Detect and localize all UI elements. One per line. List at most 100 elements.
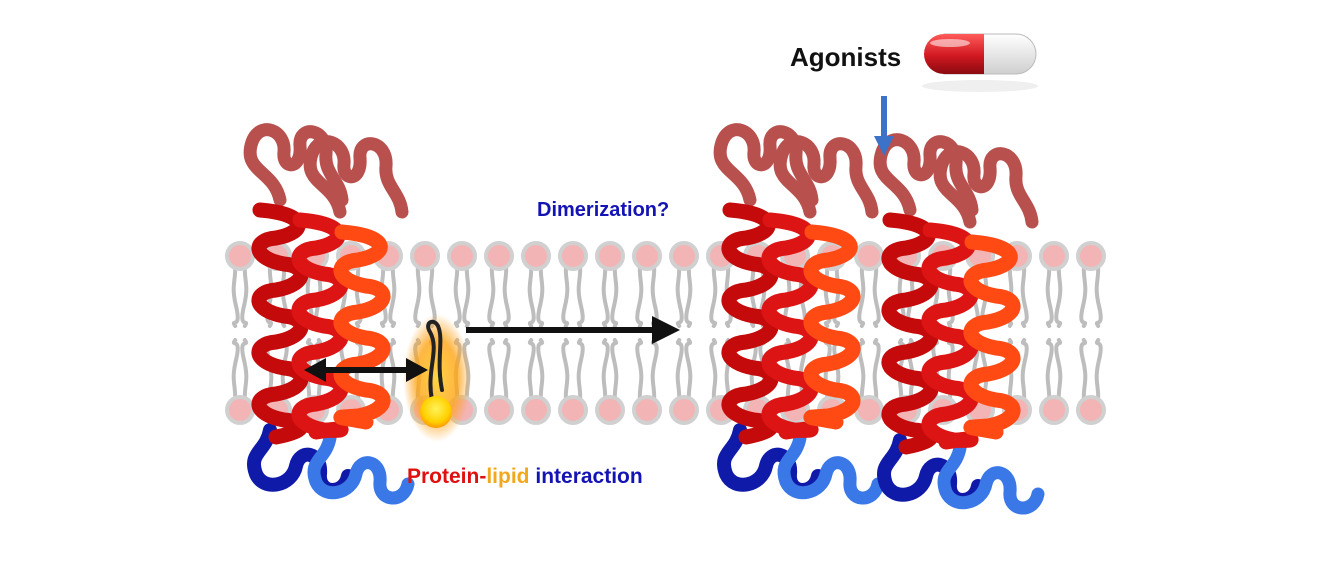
lipid-tail — [610, 254, 619, 328]
lipid-head — [558, 395, 588, 425]
lipid-tail — [601, 338, 610, 412]
lipid-tail — [857, 254, 866, 328]
interaction-word: interaction — [535, 465, 643, 488]
lipid-head — [669, 395, 699, 425]
lipid-tail — [388, 254, 397, 328]
extracellular-loop — [933, 145, 1039, 229]
lipid-tail — [487, 338, 496, 412]
intracellular-tail — [777, 431, 885, 505]
lipid-tail — [1094, 338, 1103, 412]
lipid-tail — [453, 254, 462, 328]
transmembrane-helix — [251, 202, 309, 445]
lipid-head — [225, 395, 255, 425]
lipid-head — [632, 241, 662, 271]
lipid-tail — [502, 254, 511, 328]
lipid-tail — [1045, 254, 1054, 328]
lipid-head — [558, 241, 588, 271]
lipid-tail — [388, 338, 397, 412]
dash-char: - — [479, 465, 487, 488]
intracellular-tail — [307, 431, 415, 505]
lipid-tail — [314, 338, 323, 412]
lipid-tail — [413, 254, 422, 328]
lipid-tail — [675, 338, 684, 412]
lipid-word: lipid — [486, 465, 530, 488]
lipid-tail — [561, 254, 570, 328]
capsule-reflection — [922, 80, 1038, 92]
receptor-monomer — [243, 123, 415, 505]
lipid-tail — [675, 254, 684, 328]
lipid-head — [1039, 241, 1069, 271]
lipid-tail — [1054, 338, 1063, 412]
lipid-tail — [1054, 254, 1063, 328]
lipid-tail — [502, 338, 511, 412]
lipid-head-highlight — [420, 396, 452, 428]
bound-lipid — [403, 314, 471, 442]
lipid-head — [447, 241, 477, 271]
lipid-tail — [709, 254, 718, 328]
lipid-tail — [610, 338, 619, 412]
transmembrane-helix — [963, 234, 1021, 440]
lipid-tail — [240, 338, 249, 412]
lipid-tail — [576, 338, 585, 412]
lipid-tail — [872, 338, 881, 412]
lipid-tail-highlight — [426, 319, 444, 402]
protein-lipid-interaction-label: Protein-lipid interaction — [407, 465, 643, 489]
lipid-head — [595, 395, 625, 425]
lipid-tail — [872, 254, 881, 328]
transmembrane-helix — [333, 224, 391, 430]
lipid-tail — [1020, 338, 1029, 412]
double-arrow-head-right — [406, 358, 428, 382]
lipid-tail — [601, 254, 610, 328]
lipid-tail — [240, 254, 249, 328]
lipid-tail — [561, 338, 570, 412]
agonist-capsule-icon — [922, 33, 1038, 92]
lipid-tail — [635, 338, 644, 412]
receptor-dimer-left — [713, 123, 885, 505]
lipid-head — [1039, 395, 1069, 425]
receptor-proteins — [243, 123, 1045, 515]
arrows — [304, 96, 894, 382]
dimerization-label: Dimerization? — [537, 199, 670, 221]
lipid-tail — [536, 254, 545, 328]
lipid-tail — [231, 254, 240, 328]
lipid-tail — [709, 338, 718, 412]
right-arrow-head — [652, 316, 680, 344]
lipid-tail — [635, 254, 644, 328]
intracellular-tail — [937, 441, 1045, 515]
transmembrane-helix — [721, 202, 779, 445]
lipid-tail — [231, 338, 240, 412]
lipid-head — [595, 241, 625, 271]
lipid-tail — [576, 254, 585, 328]
extracellular-loop — [243, 123, 349, 207]
lipid-head — [521, 241, 551, 271]
extracellular-loop — [303, 135, 409, 219]
extracellular-loop — [773, 135, 879, 219]
lipid-head — [1076, 395, 1106, 425]
lipid-glow — [403, 314, 471, 442]
lipid-head — [1076, 241, 1106, 271]
lipid-head — [484, 395, 514, 425]
lipid-tail — [857, 338, 866, 412]
lipid-tail — [783, 338, 792, 412]
lipid-head — [225, 241, 255, 271]
lipid-head — [854, 241, 884, 271]
lipid-tail — [536, 338, 545, 412]
lipid-tail — [1079, 254, 1088, 328]
agonists-label: Agonists — [790, 42, 902, 72]
transmembrane-helix — [803, 224, 861, 430]
lipid-tail — [684, 254, 693, 328]
lipid-tail — [527, 338, 536, 412]
lipid-tail — [527, 254, 536, 328]
receptor-dimer-right — [873, 133, 1045, 515]
extracellular-loop — [873, 133, 979, 217]
lipid-head — [669, 241, 699, 271]
lipid-tail — [1020, 254, 1029, 328]
lipid-head — [521, 395, 551, 425]
extracellular-loop — [713, 123, 819, 207]
down-arrow-head — [874, 136, 894, 156]
protein-word: Protein — [407, 465, 480, 488]
lipid-tail — [1045, 338, 1054, 412]
lipid-tail — [1094, 254, 1103, 328]
